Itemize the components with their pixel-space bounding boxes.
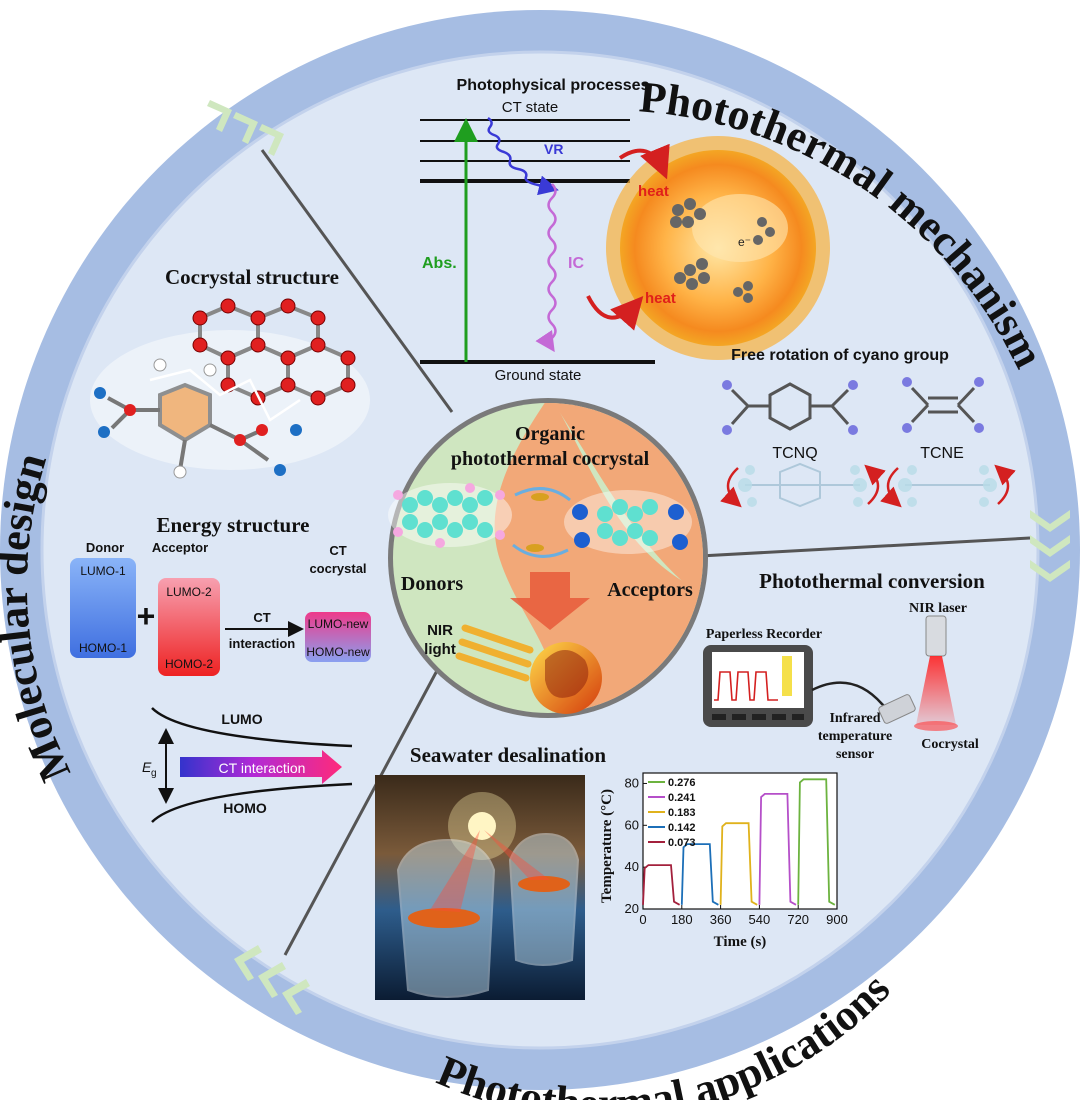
donor-energy-box (70, 558, 136, 658)
heat-label-top: heat (638, 183, 669, 200)
svg-text:g: g (151, 768, 157, 779)
ct-cocrystal-label-1: CT (329, 543, 346, 558)
chart-ylabel: Temperature (°C) (599, 789, 615, 903)
svg-text:LUMO-2: LUMO-2 (166, 585, 212, 599)
sensor-label-1: Infrared (829, 711, 880, 726)
vr-arrow (487, 116, 559, 196)
acceptor-label: Acceptor (152, 540, 208, 555)
center-title-2: photothermal cocrystal (451, 448, 650, 470)
sensor-label-3: sensor (836, 747, 874, 762)
svg-text:HOMO-new: HOMO-new (306, 645, 370, 659)
center-title-1: Organic (515, 423, 585, 445)
ground-state-label: Ground state (495, 367, 582, 384)
series-line-0.276 (797, 778, 836, 906)
chart-plot-area (642, 772, 838, 910)
svg-text:E: E (142, 759, 152, 775)
x-tick-label: 720 (787, 912, 809, 927)
svg-text:HOMO-2: HOMO-2 (165, 657, 213, 671)
heat-sphere: e⁻ heat heat (586, 136, 830, 360)
conversion-title: Photothermal conversion (759, 569, 985, 593)
svg-text:LUMO: LUMO (221, 711, 262, 727)
ct-state-label: CT state (502, 99, 558, 116)
legend-label: 0.142 (668, 822, 696, 834)
energy-structure-title: Energy structure (157, 513, 310, 537)
nir-label-2: light (424, 641, 456, 658)
conversion-panel: Photothermal conversion NIR laser Paperl… (703, 569, 985, 762)
band-diagram: LUMO HOMO E g CT interaction (142, 707, 353, 823)
ct-cocrystal-energy-box (305, 612, 371, 662)
chart-xlabel: Time (s) (714, 934, 767, 950)
donor-molecule (388, 483, 512, 548)
ic-arrow (535, 183, 557, 353)
x-tick-label: 540 (749, 912, 771, 927)
photophysics-title: Photophysical processes (457, 77, 650, 94)
tcne-label: TCNE (920, 445, 964, 462)
recorder-label: Paperless Recorder (706, 627, 822, 642)
desalination-title: Seawater desalination (410, 743, 607, 767)
cyano-title: Free rotation of cyano group (731, 347, 949, 364)
donor-label: Donor (86, 540, 124, 555)
plus-sign: + (137, 598, 156, 634)
svg-text:CT interaction: CT interaction (219, 760, 306, 776)
chevron-icon (234, 945, 310, 1015)
photophysical-panel: Photophysical processes CT state Ground … (420, 77, 655, 384)
recorder-device (703, 645, 813, 727)
series-line-0.142 (680, 843, 719, 906)
sensor-label-2: temperature (818, 729, 892, 744)
cyano-panel: Free rotation of cyano group TCNQ (720, 347, 1016, 508)
cocrystal-structure-panel: Cocrystal structure (90, 265, 370, 479)
temperature-chart: Temperature (°C) Time (s) 0 180 360 540 720 9… (599, 772, 848, 950)
svg-text:HOMO: HOMO (223, 800, 267, 816)
ic-label: IC (568, 255, 584, 272)
tcne-molecule (910, 386, 976, 424)
donors-label: Donors (401, 573, 463, 595)
legend-label: 0.183 (668, 807, 696, 819)
abs-label: Abs. (422, 255, 457, 272)
rotation-sketch-left (745, 462, 860, 508)
series-line-0.183 (719, 822, 758, 906)
y-tick-label: 40 (625, 859, 639, 874)
cocrystal-sample-label: Cocrystal (921, 737, 979, 752)
nir-laser-label: NIR laser (909, 601, 967, 616)
electron-label: e⁻ (738, 235, 751, 249)
acceptor-molecule (564, 490, 692, 554)
x-tick-label: 900 (826, 912, 848, 927)
cocrystal-structure-title: Cocrystal structure (165, 265, 339, 289)
vr-label: VR (544, 141, 563, 157)
acceptor-energy-box (158, 578, 220, 676)
desalination-panel: Seawater desalination (375, 743, 606, 1000)
svg-text:interaction: interaction (229, 636, 296, 651)
y-tick-label: 20 (625, 901, 639, 916)
legend-label: 0.276 (668, 777, 696, 789)
infrared-sensor (878, 694, 916, 724)
nir-label-1: NIR (427, 622, 453, 639)
svg-text:CT: CT (253, 610, 270, 625)
x-tick-label: 0 (639, 912, 646, 927)
svg-text:LUMO-new: LUMO-new (308, 617, 369, 631)
tcnq-label: TCNQ (772, 445, 817, 462)
series-line-0.241 (758, 793, 797, 906)
chevron-icon (1030, 510, 1070, 582)
x-tick-label: 360 (710, 912, 732, 927)
chevron-icon (207, 100, 284, 156)
series-line-0.073 (642, 864, 681, 906)
nir-laser-device (914, 615, 958, 731)
tcnq-molecule (730, 382, 850, 431)
acceptors-label: Acceptors (607, 579, 693, 601)
y-tick-label: 80 (625, 775, 639, 790)
svg-text:LUMO-1: LUMO-1 (80, 564, 126, 578)
energy-structure-panel: Energy structure Donor Acceptor CT cocry… (70, 513, 371, 676)
x-tick-label: 180 (671, 912, 693, 927)
section-dividers (260, 149, 1031, 956)
svg-text:HOMO-1: HOMO-1 (79, 641, 127, 655)
ct-interaction-arrow (180, 750, 342, 784)
legend-label: 0.241 (668, 792, 696, 804)
heat-label-bottom: heat (645, 290, 676, 307)
legend-label: 0.073 (668, 837, 696, 849)
ct-cocrystal-label-2: cocrystal (309, 561, 366, 576)
y-tick-label: 60 (625, 817, 639, 832)
center-cocrystal: Organic photothermal cocrystal (388, 398, 708, 718)
